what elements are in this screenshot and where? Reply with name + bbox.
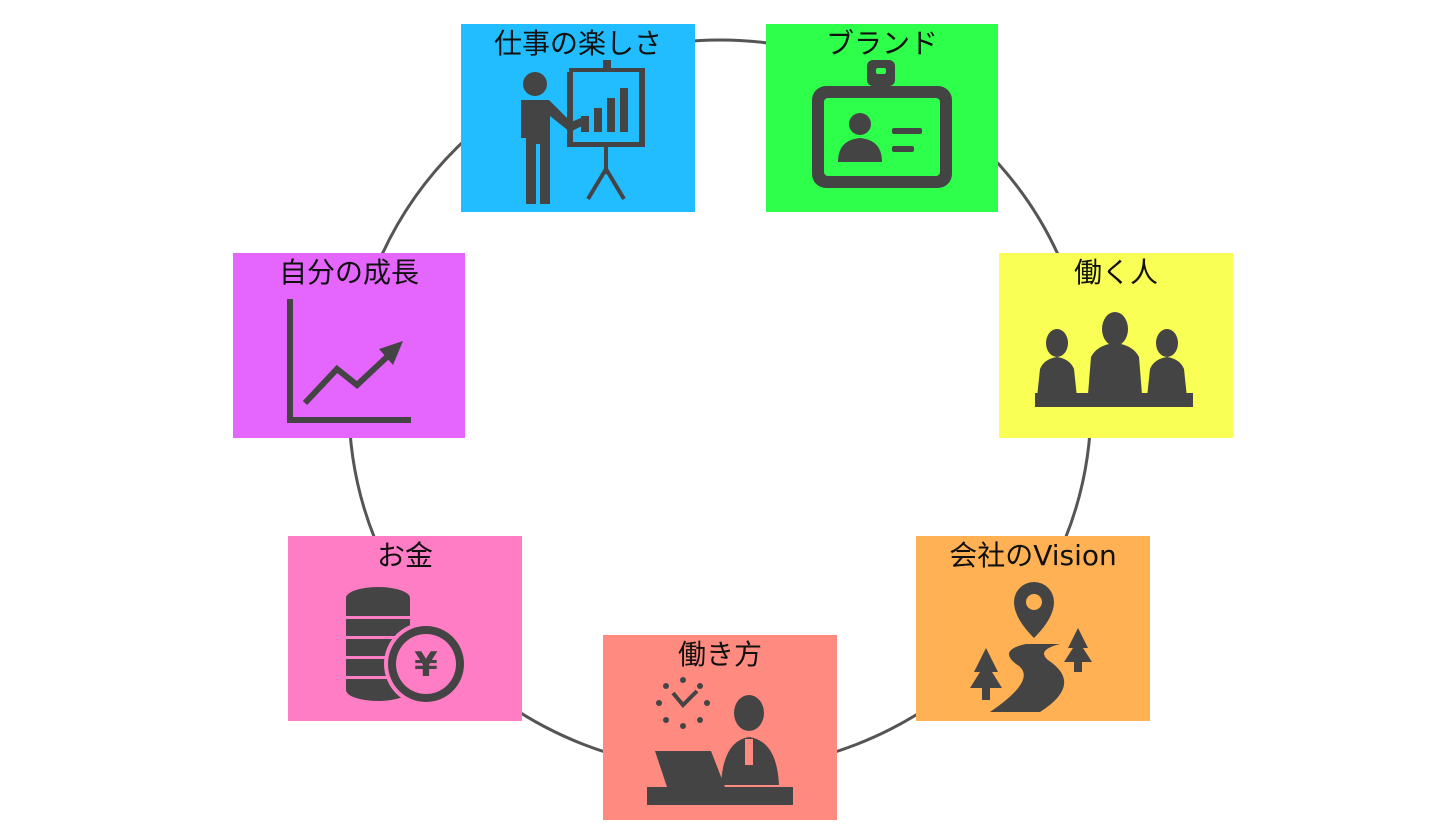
node-brand-label: ブランド (825, 27, 938, 60)
node-money: お金 ¥ (288, 536, 522, 721)
node-growth-label: 自分の成長 (278, 256, 419, 289)
presentation-icon (521, 60, 645, 204)
yen-coins-icon: ¥ (346, 587, 468, 706)
desk-worker-clock-icon (647, 677, 793, 805)
node-work-fun-label: 仕事の楽しさ (493, 27, 662, 60)
node-money-label: お金 (376, 539, 433, 572)
node-work-style: 働き方 (603, 635, 837, 820)
node-work-fun: 仕事の楽しさ (461, 24, 695, 212)
node-growth: 自分の成長 (233, 253, 465, 438)
svg-text:¥: ¥ (414, 645, 438, 685)
business-people-icon (1035, 312, 1193, 407)
node-work-style-label: 働き方 (677, 638, 762, 671)
node-people-label: 働く人 (1073, 256, 1158, 289)
node-brand: ブランド (766, 24, 998, 212)
node-vision-label: 会社のVision (949, 539, 1117, 572)
id-badge-icon (812, 60, 952, 188)
node-vision: 会社のVision (916, 536, 1150, 721)
growth-chart-icon (287, 299, 411, 423)
map-pin-road-icon (970, 582, 1092, 712)
node-people: 働く人 (999, 253, 1233, 438)
